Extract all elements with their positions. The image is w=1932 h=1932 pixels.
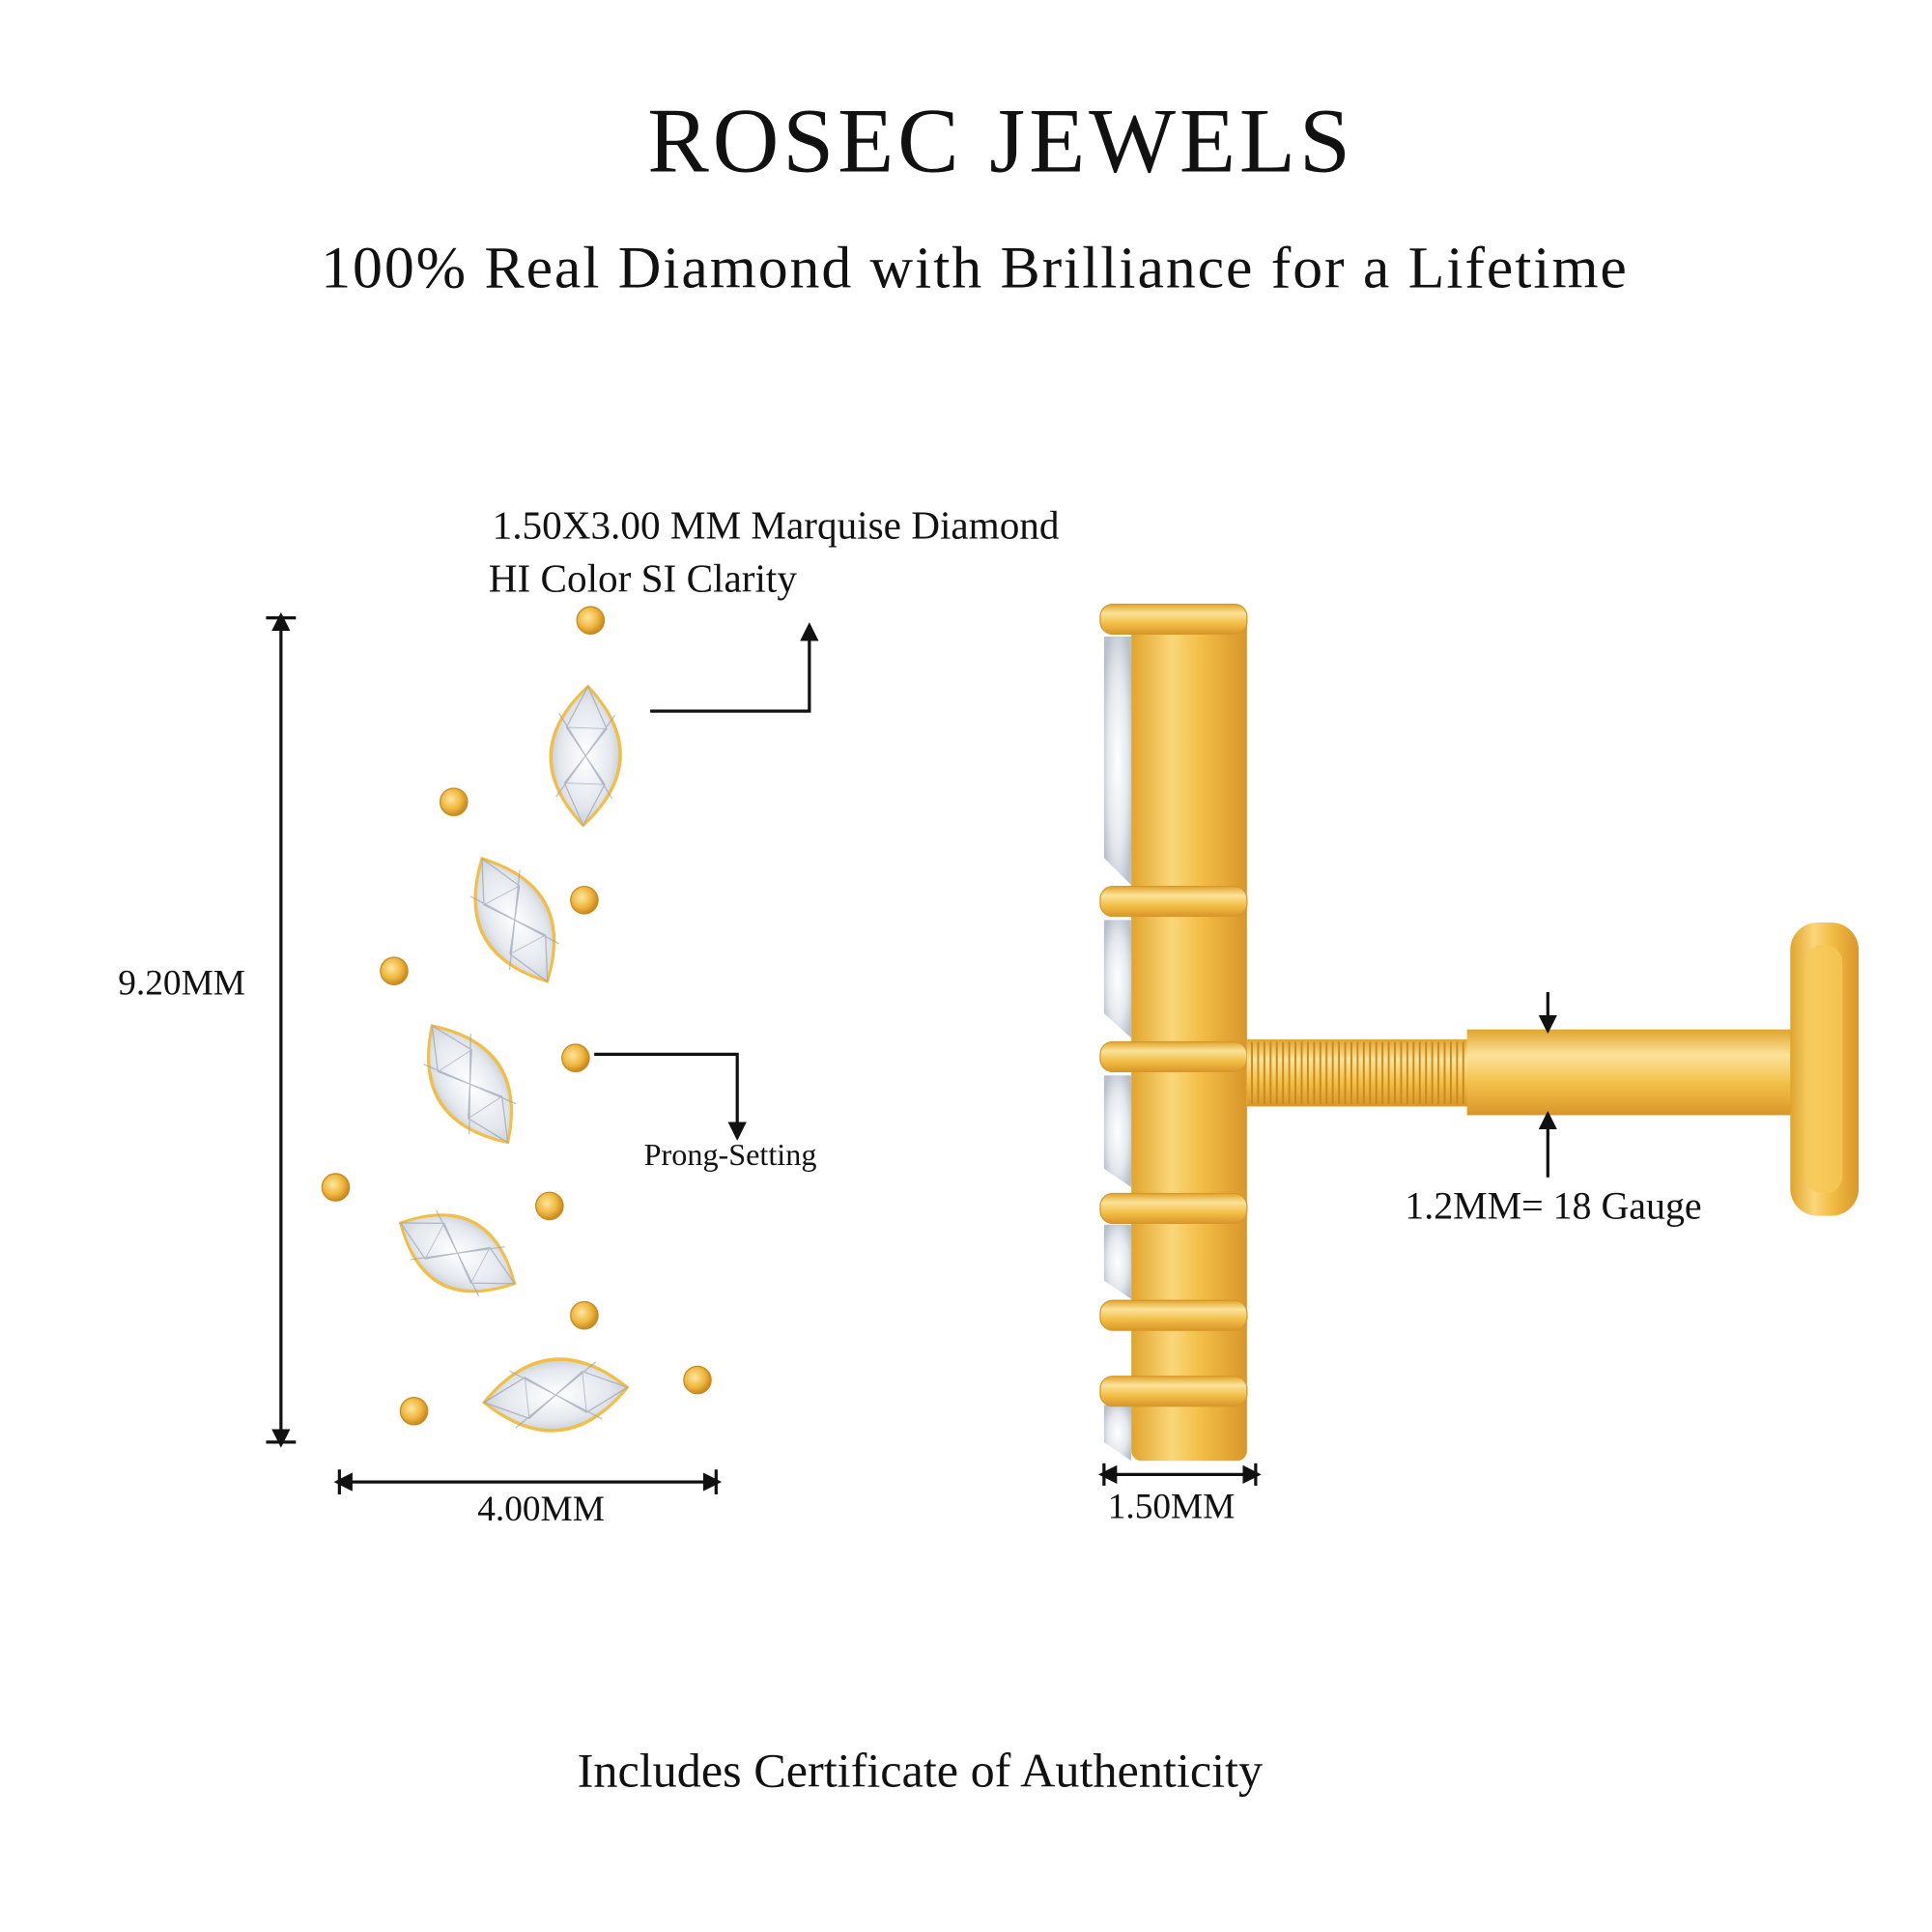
prongs [321, 606, 712, 1426]
marquise-diamond-5 [478, 1350, 634, 1440]
gauge-label: 1.2MM= 18 Gauge [1405, 1183, 1702, 1228]
certificate-note: Includes Certificate of Authenticity [577, 1744, 1264, 1799]
stone-spec-label: 1.50X3.00 MM Marquise Diamond [492, 501, 1060, 548]
labret-shaft [1466, 1029, 1809, 1116]
width-label: 4.00MM [477, 1489, 605, 1530]
brand-title: ROSEC JEWELS [647, 90, 1354, 193]
prong-leader [594, 1052, 747, 1141]
marquise-diamond-4 [383, 1190, 533, 1317]
depth-label: 1.50MM [1107, 1487, 1236, 1527]
marquise-diamond-3 [401, 1005, 539, 1163]
stone-quality-label: HI Color SI Clarity [488, 555, 797, 601]
threaded-post [1246, 1038, 1471, 1107]
side-prong-bars [1099, 603, 1248, 1407]
tagline: 100% Real Diamond with Brilliance for a … [321, 235, 1629, 301]
depth-dimension [1098, 1463, 1262, 1486]
side-plate [1131, 609, 1247, 1462]
width-dimension [333, 1469, 723, 1494]
height-label: 9.20MM [118, 963, 245, 1004]
marquise-diamond-1 [547, 683, 625, 829]
marquise-diamond-2 [449, 840, 580, 1000]
height-dimension [266, 611, 297, 1448]
prong-setting-label: Prong-Setting [643, 1138, 817, 1173]
stone-leader [650, 622, 819, 713]
side-view-stones [1103, 636, 1132, 1462]
